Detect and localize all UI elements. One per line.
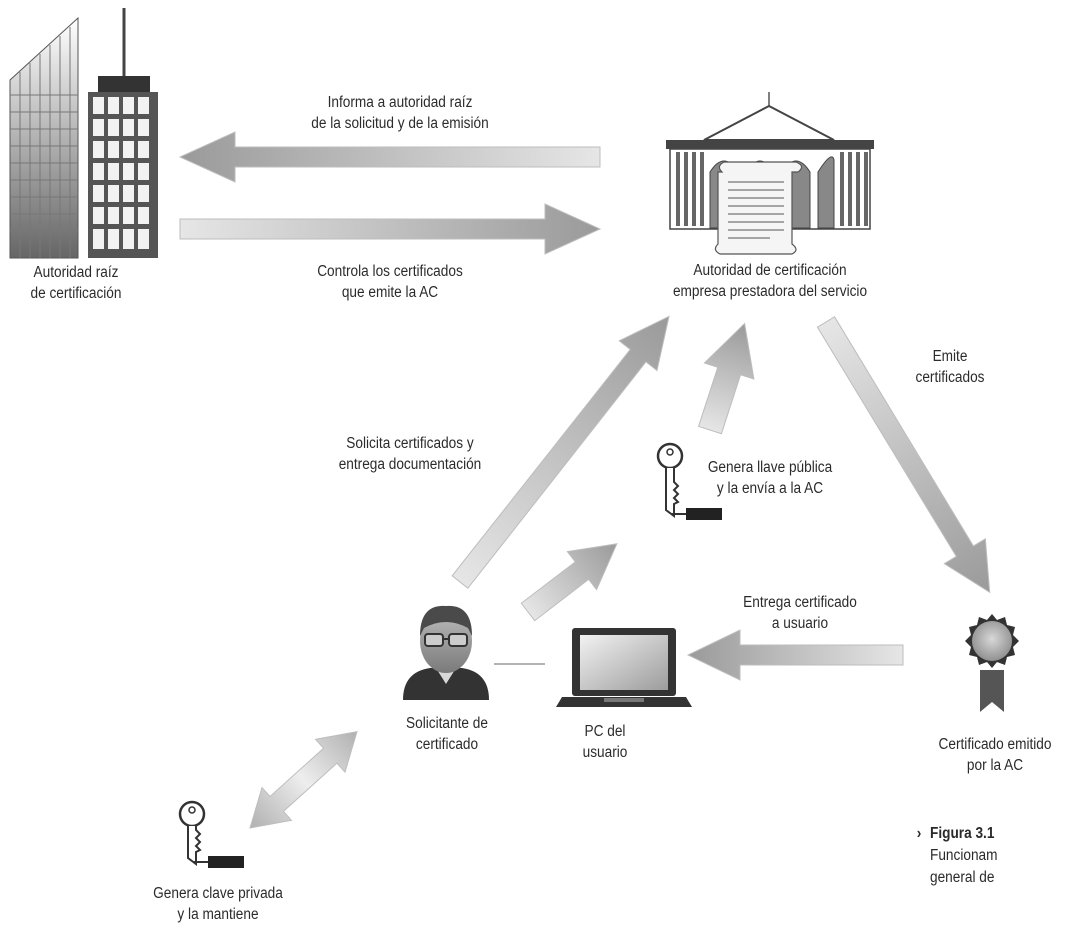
control-certs-label: Controla los certificados que emite la A… [317,263,463,301]
scroll-icon [714,161,803,255]
arrow-public-key [697,322,755,435]
ca-label: Autoridad de certificación empresa prest… [672,262,868,300]
laptop-icon [556,628,692,707]
arrow-deliver-cert [686,629,904,681]
arrow-control-certs [179,203,602,255]
arrow-issue-certs [816,316,991,594]
request-certs-label: Solicita certificados y entrega document… [338,435,482,473]
arrow-request-certs [451,315,670,589]
deliver-cert-label: Entrega certificado a usuario [743,594,857,632]
building-icon [9,8,158,259]
figure-caption: › Figura 3.1 Funcionam general de [917,823,998,889]
arrow-inform-root [178,131,601,183]
chevron-right-icon: › [916,825,922,842]
key-icon [178,800,244,868]
caption-line: Funcionam [930,847,998,864]
public-key-label: Genera llave pública y la envía a la AC [707,459,833,497]
award-seal-icon [965,614,1019,712]
pc-label: PC del usuario [582,723,628,761]
arrow-pc-upload [520,543,618,622]
arrow-private-key [249,731,358,829]
private-key-label: Genera clave privada y la mantiene [153,885,283,923]
certificate-label: Certificado emitido por la AC [938,736,1052,774]
issue-certs-label: Emite certificados [915,348,985,386]
key-icon [656,442,722,520]
inform-root-label: Informa a autoridad raíz de la solicitud… [311,94,489,132]
requester-label: Solicitante de certificado [406,715,488,753]
caption-line: general de [930,869,995,886]
figure-number: Figura 3.1 [930,825,995,842]
root-authority-label: Autoridad raíz de certificación [30,264,122,302]
person-icon [403,605,489,700]
